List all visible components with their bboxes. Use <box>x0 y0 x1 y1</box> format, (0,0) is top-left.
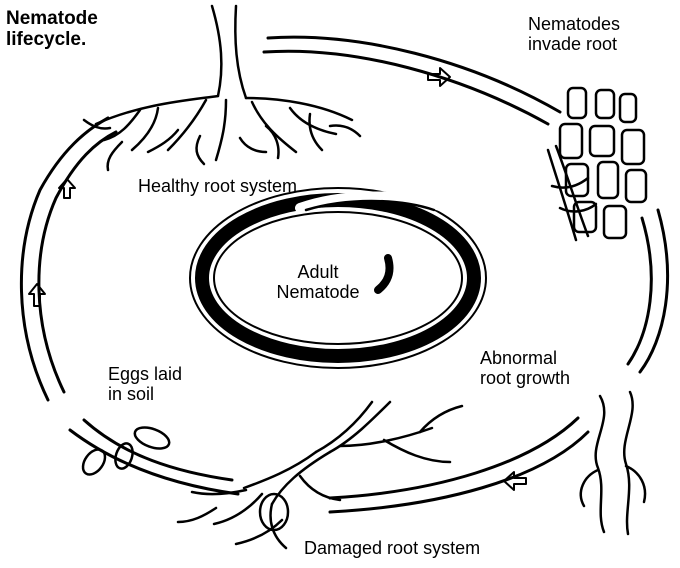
title-line: Nematode <box>6 8 98 29</box>
label-line: Adult <box>258 262 378 282</box>
damaged-root-system-drawing <box>178 402 462 548</box>
cycle-arc-right <box>628 210 668 372</box>
invaded-root-cells-drawing <box>548 88 646 240</box>
abnormal-root-growth-drawing <box>581 392 645 534</box>
diagram-title: Nematode lifecycle. <box>6 8 98 51</box>
label-line: Abnormal <box>480 348 570 368</box>
abnormal-root-growth-label: Abnormal root growth <box>480 348 570 388</box>
adult-nematode-label: Adult Nematode <box>258 262 378 302</box>
arrow-up-icon <box>29 284 45 306</box>
nematodes-invade-root-label: Nematodes invade root <box>528 14 620 54</box>
label-line: in soil <box>108 384 182 404</box>
cycle-arc-bottom-right <box>330 418 588 512</box>
label-line: Eggs laid <box>108 364 182 384</box>
label-line: Nematodes <box>528 14 620 34</box>
label-line: invade root <box>528 34 620 54</box>
cycle-arc-top <box>264 37 560 124</box>
healthy-root-system-drawing <box>84 6 360 170</box>
damaged-root-system-label: Damaged root system <box>304 538 480 558</box>
eggs-laid-label: Eggs laid in soil <box>108 364 182 404</box>
label-line: root growth <box>480 368 570 388</box>
cycle-arc-left <box>21 118 116 400</box>
label-line: Nematode <box>258 282 378 302</box>
cycle-arc-bottom-left <box>70 420 238 494</box>
healthy-root-system-label: Healthy root system <box>138 176 297 196</box>
title-line: lifecycle. <box>6 29 98 50</box>
eggs-drawing <box>78 423 172 478</box>
